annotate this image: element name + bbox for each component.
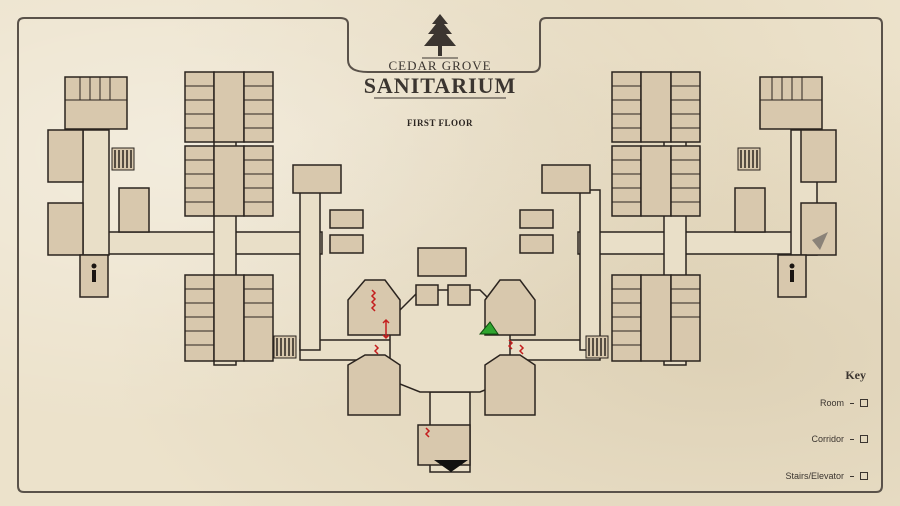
person-icon xyxy=(91,263,795,282)
outer-frame xyxy=(17,17,883,493)
key-dash xyxy=(850,438,854,440)
key-room-checkbox[interactable] xyxy=(860,399,868,407)
key-title: Key xyxy=(845,368,866,382)
key-room[interactable]: Room xyxy=(820,398,868,408)
key-corridor-checkbox[interactable] xyxy=(860,435,868,443)
brand-top-line: CEDAR GROVE xyxy=(388,58,492,73)
player-marker-icon[interactable] xyxy=(478,321,499,335)
key-dash xyxy=(850,475,854,477)
nav-marker-icon[interactable] xyxy=(812,232,828,250)
door-markers xyxy=(370,289,525,438)
brand-main-title: SANITARIUM xyxy=(363,73,517,98)
key-dash xyxy=(850,402,854,404)
key-stairs-checkbox[interactable] xyxy=(860,472,868,480)
key-stairs-label: Stairs/Elevator xyxy=(785,471,844,481)
key-corridor-label: Corridor xyxy=(811,434,844,444)
floor-label: FIRST FLOOR xyxy=(406,118,474,128)
key-stairs[interactable]: Stairs/Elevator xyxy=(785,471,868,481)
cedar-tree-icon xyxy=(422,14,458,59)
exit-arrow-icon[interactable] xyxy=(434,460,468,472)
stairs-icon xyxy=(111,147,761,359)
key-corridor[interactable]: Corridor xyxy=(811,434,868,444)
key-room-label: Room xyxy=(819,398,844,408)
